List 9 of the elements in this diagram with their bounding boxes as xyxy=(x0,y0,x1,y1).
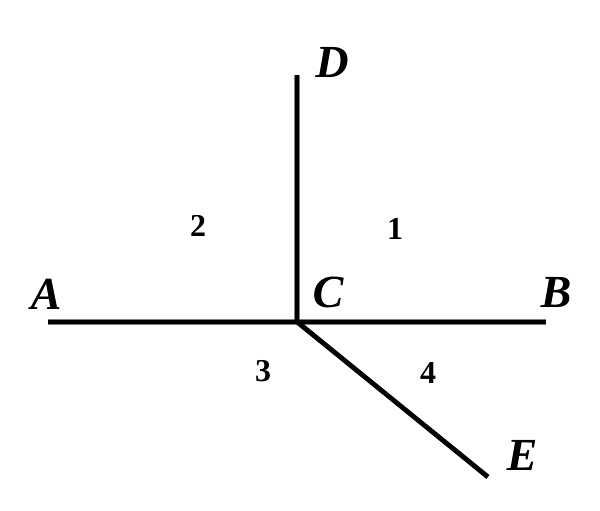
angle-number: 2 xyxy=(190,209,206,241)
point-label: B xyxy=(540,269,572,315)
point-label: C xyxy=(312,269,344,315)
point-label: A xyxy=(30,271,62,317)
angle-number: 3 xyxy=(255,354,271,386)
angle-number: 4 xyxy=(420,356,436,388)
angle-number: 1 xyxy=(387,212,403,244)
point-label: D xyxy=(315,39,349,85)
point-label: E xyxy=(506,432,538,478)
